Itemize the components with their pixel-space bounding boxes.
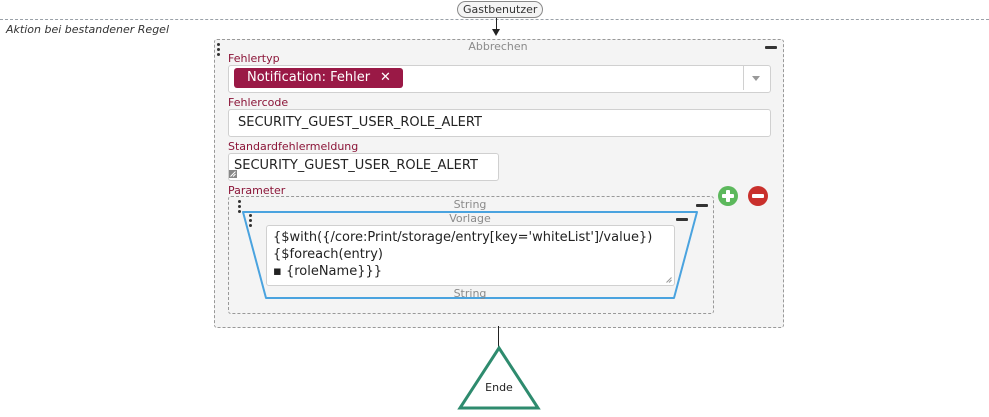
template-textarea[interactable]	[266, 225, 675, 286]
drag-handle-icon[interactable]	[217, 43, 220, 58]
error-code-value: SECURITY_GUEST_USER_ROLE_ALERT	[238, 115, 482, 130]
chip-remove-icon[interactable]: ✕	[380, 70, 391, 85]
end-node-label: Ende	[485, 381, 513, 394]
action-block-title: Abbrechen	[468, 40, 528, 53]
template-title: Vorlage	[449, 212, 491, 225]
chevron-down-icon[interactable]	[752, 76, 760, 81]
select-separator	[743, 66, 744, 90]
connector-line	[496, 18, 497, 30]
error-code-field[interactable]	[228, 109, 771, 137]
collapse-icon[interactable]	[765, 46, 777, 49]
textarea-resize-icon[interactable]	[666, 277, 672, 283]
template-line-1: {$with({/core:Print/storage/entry[key='w…	[273, 230, 653, 245]
arrow-down-icon	[492, 29, 500, 36]
default-message-value: SECURITY_GUEST_USER_ROLE_ALERT	[234, 158, 478, 173]
node-gastbenutzer[interactable]: Gastbenutzer	[457, 1, 544, 18]
remove-parameter-icon[interactable]	[748, 186, 768, 206]
collapse-icon[interactable]	[676, 218, 688, 221]
template-line-2: {$foreach(entry)	[273, 247, 383, 262]
connector-line	[498, 326, 499, 348]
field-label-parameter: Parameter	[228, 184, 286, 197]
section-label: Aktion bei bestandener Regel	[6, 23, 169, 36]
field-label-standardfehlermeldung: Standardfehlermeldung	[228, 140, 359, 153]
template-line-3: ▪ {roleName}}}	[273, 264, 383, 279]
add-parameter-icon[interactable]	[718, 186, 738, 206]
template-footer: String	[453, 287, 487, 300]
swimlane-divider	[0, 19, 989, 20]
resize-icon[interactable]	[229, 170, 237, 178]
default-message-field[interactable]	[228, 153, 499, 181]
field-label-fehlercode: Fehlercode	[228, 96, 289, 109]
node-label: Gastbenutzer	[463, 3, 538, 16]
field-label-fehlertyp: Fehlertyp	[228, 52, 280, 65]
drag-handle-icon[interactable]	[238, 200, 241, 215]
collapse-icon[interactable]	[696, 204, 708, 207]
chip-label: Notification: Fehler	[247, 70, 371, 85]
parameter-block-title: String	[453, 198, 487, 211]
end-node-triangle[interactable]	[457, 345, 541, 411]
drag-handle-icon[interactable]	[249, 214, 252, 229]
selected-chip: Notification: Fehler ✕	[234, 68, 403, 88]
